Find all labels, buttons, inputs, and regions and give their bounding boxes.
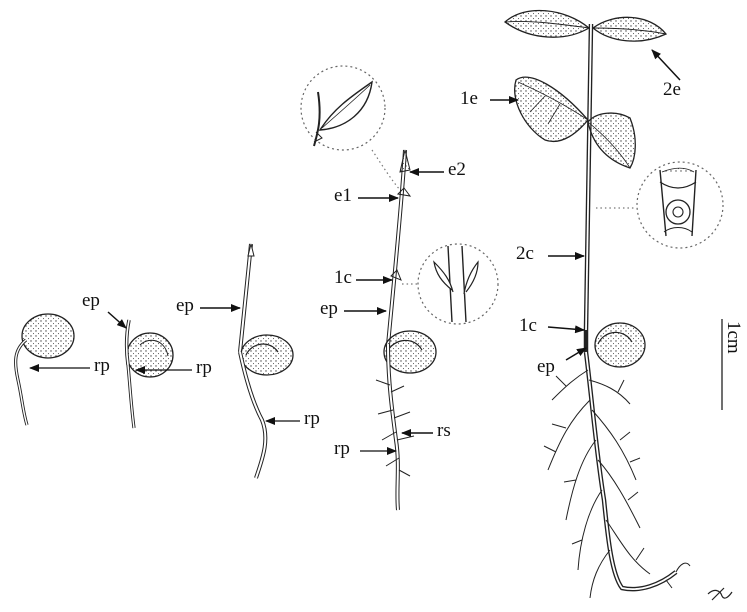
label-stage5-2e: 2e — [663, 80, 681, 99]
arrow-ep — [108, 312, 126, 328]
label-stage4-rs: rs — [437, 421, 451, 440]
label-stage2-rp: rp — [196, 358, 212, 377]
arrow-1c — [548, 327, 584, 330]
label-stage3-ep: ep — [176, 296, 194, 315]
label-stage4-1c: 1c — [334, 268, 352, 287]
leaf-1e-right — [588, 113, 635, 168]
arrow-ep — [566, 348, 586, 360]
label-stage4-e1: e1 — [334, 186, 352, 205]
label-stage1-rp: rp — [94, 356, 110, 375]
detail-circle-node — [418, 244, 498, 324]
label-stage5-ep: ep — [537, 357, 555, 376]
label-stage5-1c: 1c — [519, 316, 537, 335]
seedling-stage-3 — [200, 244, 300, 478]
label-stage4-e2: e2 — [448, 160, 466, 179]
arrow-2e — [652, 50, 680, 80]
label-stage5-2c: 2c — [516, 244, 534, 263]
artist-signature — [708, 588, 732, 600]
label-stage3-rp: rp — [304, 409, 320, 428]
seed — [384, 331, 436, 373]
seedling-stage-1 — [16, 314, 90, 425]
label-stage4-ep: ep — [320, 299, 338, 318]
label-stage5-1e: 1e — [460, 89, 478, 108]
secondary-roots — [544, 370, 690, 598]
leaf-2e-left — [505, 11, 589, 38]
leaf-1e-left — [515, 77, 588, 141]
seedling-stage-2 — [108, 312, 192, 428]
seed — [241, 335, 293, 375]
seedling-stage-4 — [301, 66, 498, 510]
label-stage2-ep: ep — [82, 291, 100, 310]
seed — [22, 314, 74, 358]
scale-bar-label: 1cm — [722, 321, 744, 354]
seedling-stage-5 — [490, 11, 723, 598]
label-stage4-rp: rp — [334, 439, 350, 458]
seed — [595, 323, 645, 367]
